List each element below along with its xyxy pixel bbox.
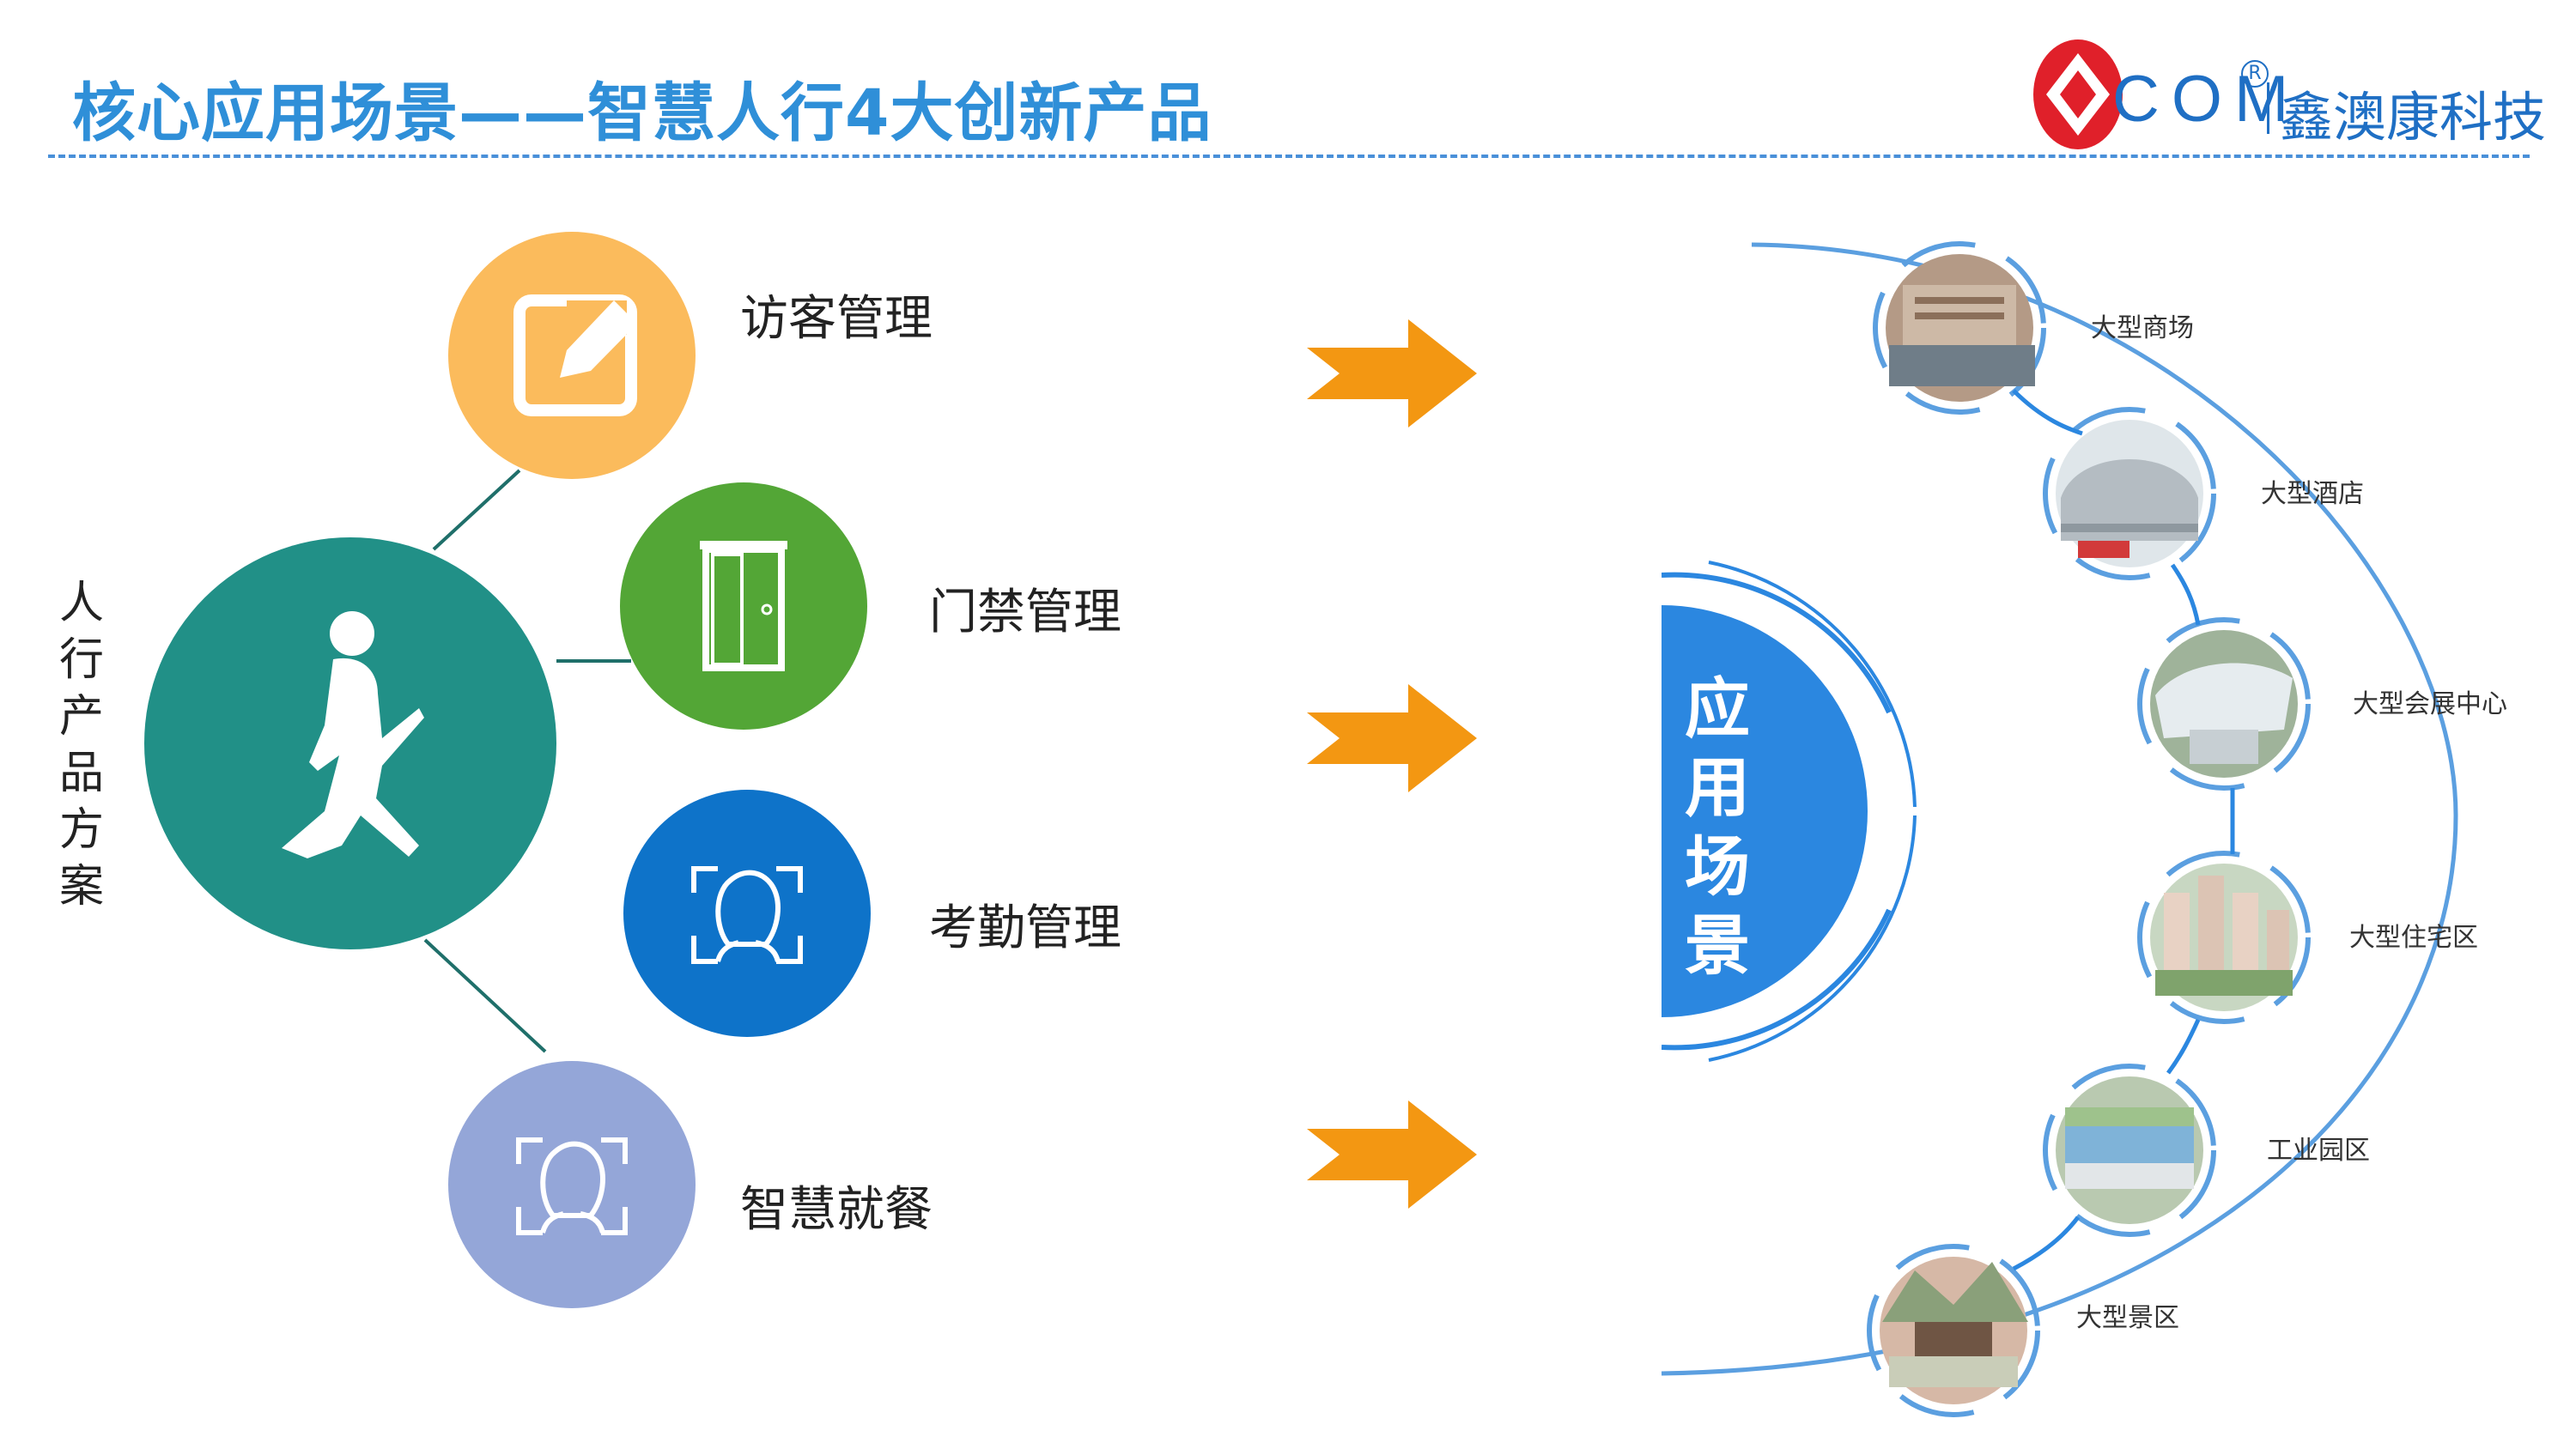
product-label: 门禁管理	[929, 585, 1121, 640]
connector-line	[423, 938, 547, 1053]
scene-expo-thumb[interactable]	[2137, 617, 2311, 791]
attendance-circle[interactable]	[623, 790, 871, 1037]
logo-diamond-icon	[2033, 39, 2123, 149]
scene-label: 大型景区	[2076, 1303, 2179, 1333]
scene-scenic-thumb[interactable]	[1867, 1244, 2040, 1417]
face-scan-icon	[691, 866, 803, 964]
arrow-icon	[1307, 684, 1477, 792]
scene-industrial-thumb[interactable]	[2043, 1064, 2216, 1237]
scene-residential-thumb[interactable]	[2137, 851, 2311, 1024]
scene-label: 大型会展中心	[2353, 689, 2507, 719]
product-label: 访客管理	[740, 291, 933, 347]
logo-text: COM	[2112, 63, 2301, 136]
center-half-disc	[1662, 605, 1868, 1017]
scene-mall-thumb[interactable]	[1873, 241, 2046, 415]
scene-label: 大型住宅区	[2349, 923, 2478, 953]
logo-registered-mark: R	[2241, 60, 2269, 88]
arrow-icon	[1307, 1100, 1477, 1209]
outer-arc	[1661, 242, 2458, 1376]
center-label: 应用场景	[1685, 670, 1750, 984]
face-scan-icon	[516, 1137, 628, 1235]
scene-label: 工业园区	[2267, 1136, 2370, 1166]
scene-diagram: 大型商场 大型酒店 大型会展中心 大型住宅区 工业园区 大型景区	[1661, 241, 2507, 1417]
product-diagram	[144, 232, 871, 1308]
scene-label: 大型商场	[2091, 313, 2194, 343]
logo-company-name: 鑫澳康科技	[2280, 86, 2547, 149]
product-label: 智慧就餐	[740, 1182, 933, 1238]
vertical-label: 人行产品方案	[58, 578, 104, 912]
connector-line	[432, 469, 521, 551]
page-title: 核心应用场景——智慧人行4大创新产品	[72, 76, 1212, 150]
logo-separator	[2267, 82, 2269, 134]
scene-label: 大型酒店	[2261, 479, 2364, 509]
edit-icon	[513, 294, 637, 416]
scene-hotel-thumb[interactable]	[2043, 407, 2216, 580]
walking-person-icon	[282, 611, 424, 858]
product-label: 考勤管理	[929, 900, 1121, 956]
dining-circle[interactable]	[448, 1061, 696, 1308]
door-icon	[700, 541, 787, 671]
header-divider	[48, 155, 2530, 158]
arrow-icon	[1307, 319, 1477, 427]
